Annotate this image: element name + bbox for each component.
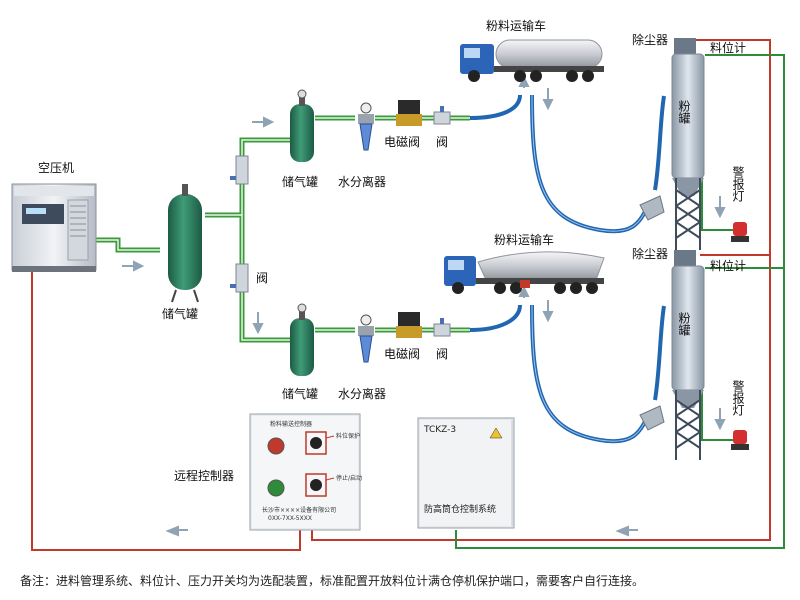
- label-truck-lower: 粉料运输车: [494, 232, 554, 247]
- air-compressor: [11, 183, 97, 272]
- ball-valve-lower: [433, 318, 451, 337]
- label-dust-collector-upper: 除尘器: [632, 32, 668, 47]
- solenoid-valve-upper: [396, 100, 422, 126]
- branch-valve-upper: [230, 155, 249, 185]
- label-remote-controller: 远程控制器: [174, 468, 234, 483]
- label-truck-upper: 粉料运输车: [486, 18, 546, 33]
- label-silo-lower: 粉罐: [677, 312, 691, 337]
- water-separator-upper: [358, 102, 374, 151]
- alarm-light-upper: [731, 222, 749, 242]
- label-separator-upper: 水分离器: [338, 174, 386, 189]
- green-signal-line: [455, 54, 785, 549]
- remote-panel-title: 粉料输送控制器: [270, 420, 312, 428]
- label-silo-upper: 粉罐: [677, 100, 691, 125]
- label-solenoid-lower: 电磁阀: [384, 346, 420, 361]
- flow-arrows-bottom: [165, 525, 638, 537]
- label-solenoid-upper: 电磁阀: [384, 134, 420, 149]
- silo-lower: [639, 250, 705, 460]
- hose-flow-arrows: [518, 75, 726, 431]
- air-tank-lower: [290, 303, 314, 376]
- label-main-tank: 储气罐: [162, 306, 198, 321]
- remote-footer-phone: 0XX-7XX-5XXX: [268, 515, 312, 522]
- red-signal-line-left: [31, 272, 301, 551]
- remote-callout-bottom: 停止/启动: [336, 474, 362, 482]
- ball-valve-upper: [433, 106, 451, 125]
- label-dust-collector-lower: 除尘器: [632, 246, 668, 261]
- air-pipes: [96, 115, 470, 343]
- water-separator-lower: [358, 314, 374, 363]
- label-valve-lower: 阀: [436, 347, 448, 361]
- label-separator-lower: 水分离器: [338, 386, 386, 401]
- label-valve-branch: 阀: [256, 271, 268, 285]
- branch-valve-lower: [230, 263, 249, 293]
- air-flow-arrows: [122, 116, 275, 335]
- diagram-labels: 空压机 储气罐 储气罐 储气罐 水分离器 水分离器 电磁阀 电磁阀 阀 阀 阀 …: [38, 18, 746, 522]
- main-air-tank: [168, 184, 202, 303]
- green-alarm-line-2: [701, 292, 735, 441]
- air-tank-upper: [290, 89, 314, 162]
- label-compressor: 空压机: [38, 161, 74, 175]
- solenoid-valve-lower: [396, 312, 422, 338]
- label-level-gauge-upper: 料位计: [710, 40, 746, 55]
- tanker-truck-upper: [460, 39, 604, 82]
- remote-callout-top: 料位保护: [336, 432, 360, 440]
- label-alarm-lower: 警报灯: [731, 379, 745, 417]
- footnote: 备注：进料管理系统、料位计、压力开关均为选配装置，标准配置开放料位计满仓停机保护…: [20, 574, 645, 588]
- silo-upper: [639, 38, 705, 250]
- remote-footer-company: 长沙市××××设备有限公司: [262, 506, 336, 514]
- alarm-light-lower: [731, 430, 749, 450]
- remote-controller-panel: [249, 413, 361, 531]
- silo-control-box: [417, 417, 515, 529]
- tanker-truck-lower: [444, 251, 605, 294]
- control-box-model: TCKZ-3: [423, 425, 456, 435]
- label-tank-lower: 储气罐: [282, 386, 318, 401]
- label-alarm-upper: 警报灯: [731, 165, 745, 203]
- red-signal-line-right: [311, 39, 771, 541]
- control-box-name: 防高筒仓控制系统: [424, 503, 496, 515]
- label-tank-upper: 储气罐: [282, 174, 318, 189]
- label-valve-upper: 阀: [436, 135, 448, 149]
- label-level-gauge-lower: 料位计: [710, 258, 746, 273]
